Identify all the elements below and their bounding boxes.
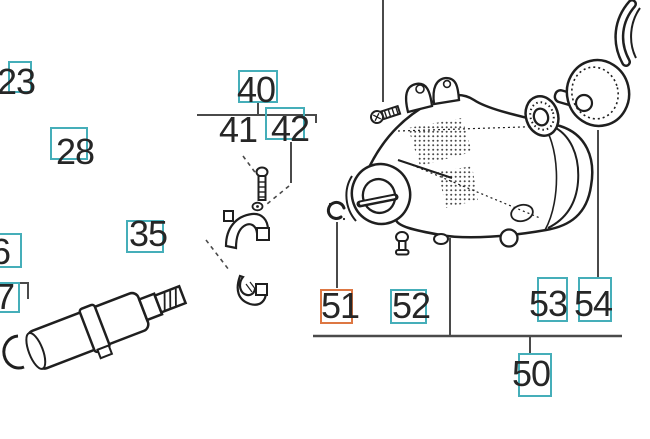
callout-box-28[interactable] (50, 127, 88, 160)
callout-box-51-highlighted[interactable] (320, 289, 353, 324)
callout-number-41[interactable]: 41 (219, 109, 258, 150)
part-housing-screw[interactable] (395, 231, 410, 256)
callout-number-42[interactable]: 42 (271, 108, 310, 149)
bracket-40 (197, 103, 317, 123)
callout-number-52[interactable]: 52 (392, 285, 431, 326)
callout-box-53[interactable] (537, 277, 568, 322)
part-gear-housing[interactable] (343, 76, 594, 248)
callout-number-28[interactable]: 28 (56, 131, 95, 172)
leader-clamp-lower (205, 239, 230, 271)
callout-number-53[interactable]: 53 (529, 283, 568, 324)
part-shaft-end-fragment (2, 334, 25, 370)
callout-number-50[interactable]: 50 (512, 353, 551, 394)
callout-box-52[interactable] (390, 289, 427, 324)
leader-42 (266, 142, 292, 205)
bracket-50 (313, 334, 622, 353)
part-shaft-assembly[interactable] (2, 273, 193, 381)
callout-number-40[interactable]: 40 (237, 69, 276, 110)
part-clamp-washer[interactable] (251, 201, 264, 212)
callout-box-40[interactable] (238, 70, 278, 103)
callout-box-42[interactable] (265, 107, 305, 140)
leader-lines (10, 0, 622, 353)
part-clutch-fragment[interactable] (614, 0, 641, 67)
part-snap-ring[interactable] (326, 201, 346, 221)
part-clamp-screw[interactable] (255, 166, 269, 201)
callout-box-6[interactable] (0, 233, 22, 268)
callout-number-35[interactable]: 35 (129, 213, 168, 254)
callout-number-54[interactable]: 54 (574, 283, 613, 324)
housing-ear (432, 76, 461, 106)
callout-box-50[interactable] (518, 353, 552, 397)
part-clamp-upper-half[interactable] (223, 210, 270, 250)
part-housing-bolt[interactable] (369, 104, 402, 124)
housing-ear (404, 82, 434, 114)
leader-41 (242, 155, 258, 176)
callout-number-23[interactable]: 23 (0, 61, 36, 102)
part-clutch-drum[interactable] (553, 53, 637, 132)
callout-box-54[interactable] (578, 277, 612, 322)
callout-box-7[interactable] (0, 282, 20, 313)
callout-number-51[interactable]: 51 (321, 285, 360, 326)
callout-box-23[interactable] (8, 61, 32, 93)
callout-number-6[interactable]: 6 (0, 231, 11, 272)
part-bearing[interactable] (521, 92, 564, 140)
callout-number-7[interactable]: 7 (0, 276, 15, 317)
part-clamp-lower-half[interactable] (236, 274, 268, 306)
callout-box-35[interactable] (126, 220, 164, 253)
